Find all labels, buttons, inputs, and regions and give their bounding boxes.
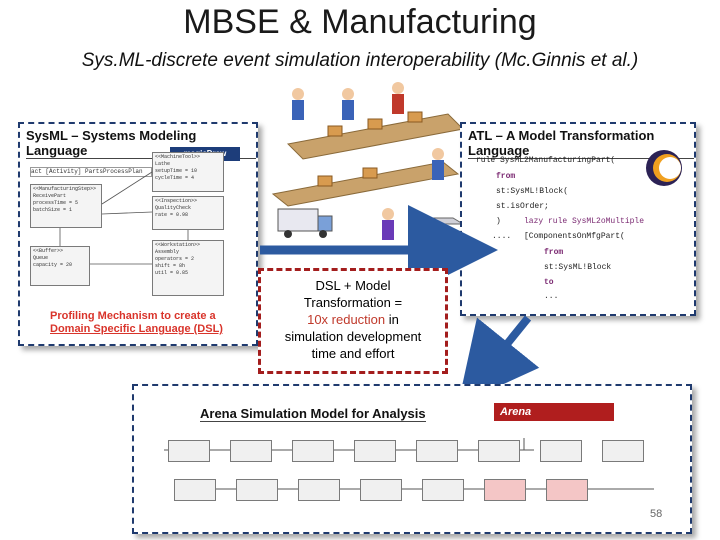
atl-code-line-9: st:SysML!Block — [544, 263, 612, 272]
arena-node — [354, 440, 396, 462]
slide-subtitle: Sys.ML-discrete event simulation interop… — [81, 50, 639, 71]
atl-code-line-8: from — [544, 248, 564, 257]
arena-node — [236, 479, 278, 501]
eclipse-logo-icon — [644, 148, 684, 193]
atl-code-line-7: [ComponentsOnMfgPart( — [524, 232, 625, 241]
sysml-panel-title: SysML – Systems Modeling Language — [26, 128, 256, 159]
sysml-caption-line1: Profiling Mechanism to create a — [50, 310, 216, 322]
atl-code-line-1: rule SysML2ManufacturingPart( — [476, 156, 616, 165]
dsl-line-4: simulation development — [284, 329, 422, 344]
dsl-highlight: 10x reduction — [307, 312, 386, 327]
atl-code-line-4: st.isOrder; — [496, 202, 549, 211]
factory-illustration — [268, 74, 468, 246]
sysml-caption: Profiling Mechanism to create a Domain S… — [50, 310, 223, 336]
dsl-line-5: time and effort — [311, 346, 395, 361]
atl-code-line-12: .... — [492, 232, 512, 241]
sysml-panel: SysML – Systems Modeling Language magicD… — [18, 122, 258, 346]
arena-node — [168, 440, 210, 462]
atl-code-line-6: lazy rule SysML2oMultiple — [524, 217, 645, 226]
arena-logo: Arena — [494, 403, 614, 421]
arena-node — [298, 479, 340, 501]
arena-panel: Arena Simulation Model for Analysis Aren… — [132, 384, 692, 534]
atl-code-line-10: to — [544, 278, 554, 287]
arena-node — [416, 440, 458, 462]
atl-code-line-2: from — [496, 172, 516, 181]
atl-to-arena-arrow — [457, 315, 540, 405]
slide-title: MBSE & Manufacturing — [183, 3, 537, 41]
atl-code-line-11: ... — [544, 292, 559, 301]
atl-code-line-5: ) — [496, 217, 501, 226]
arena-node — [230, 440, 272, 462]
arena-panel-title: Arena Simulation Model for Analysis — [200, 406, 426, 422]
sysml-caption-line2: Domain Specific Language (DSL) — [50, 323, 223, 335]
arena-logo-text: Arena — [500, 406, 532, 418]
atl-code-line-3: st:SysML!Block( — [496, 187, 569, 196]
atl-panel: ATL – A Model Transformation Language ru… — [460, 122, 696, 316]
arena-node — [174, 479, 216, 501]
arena-node — [360, 479, 402, 501]
dsl-line-3: 10x reduction in — [261, 311, 445, 328]
dsl-line-1: DSL + Model — [315, 278, 391, 293]
arena-node-highlight — [484, 479, 526, 501]
page-number: 58 — [650, 508, 663, 520]
sysml-connectors — [59, 171, 189, 265]
arena-node — [478, 440, 520, 462]
arena-node — [422, 479, 464, 501]
arena-node-highlight — [546, 479, 588, 501]
arena-node — [292, 440, 334, 462]
atl-panel-title: ATL – A Model Transformation Language — [468, 128, 694, 159]
dsl-callout: DSL + Model Transformation = 10x reducti… — [258, 268, 448, 374]
dsl-line-3-rest: in — [385, 312, 399, 327]
arena-node — [540, 440, 582, 462]
dsl-line-2: Transformation = — [303, 295, 403, 310]
arena-node — [602, 440, 644, 462]
